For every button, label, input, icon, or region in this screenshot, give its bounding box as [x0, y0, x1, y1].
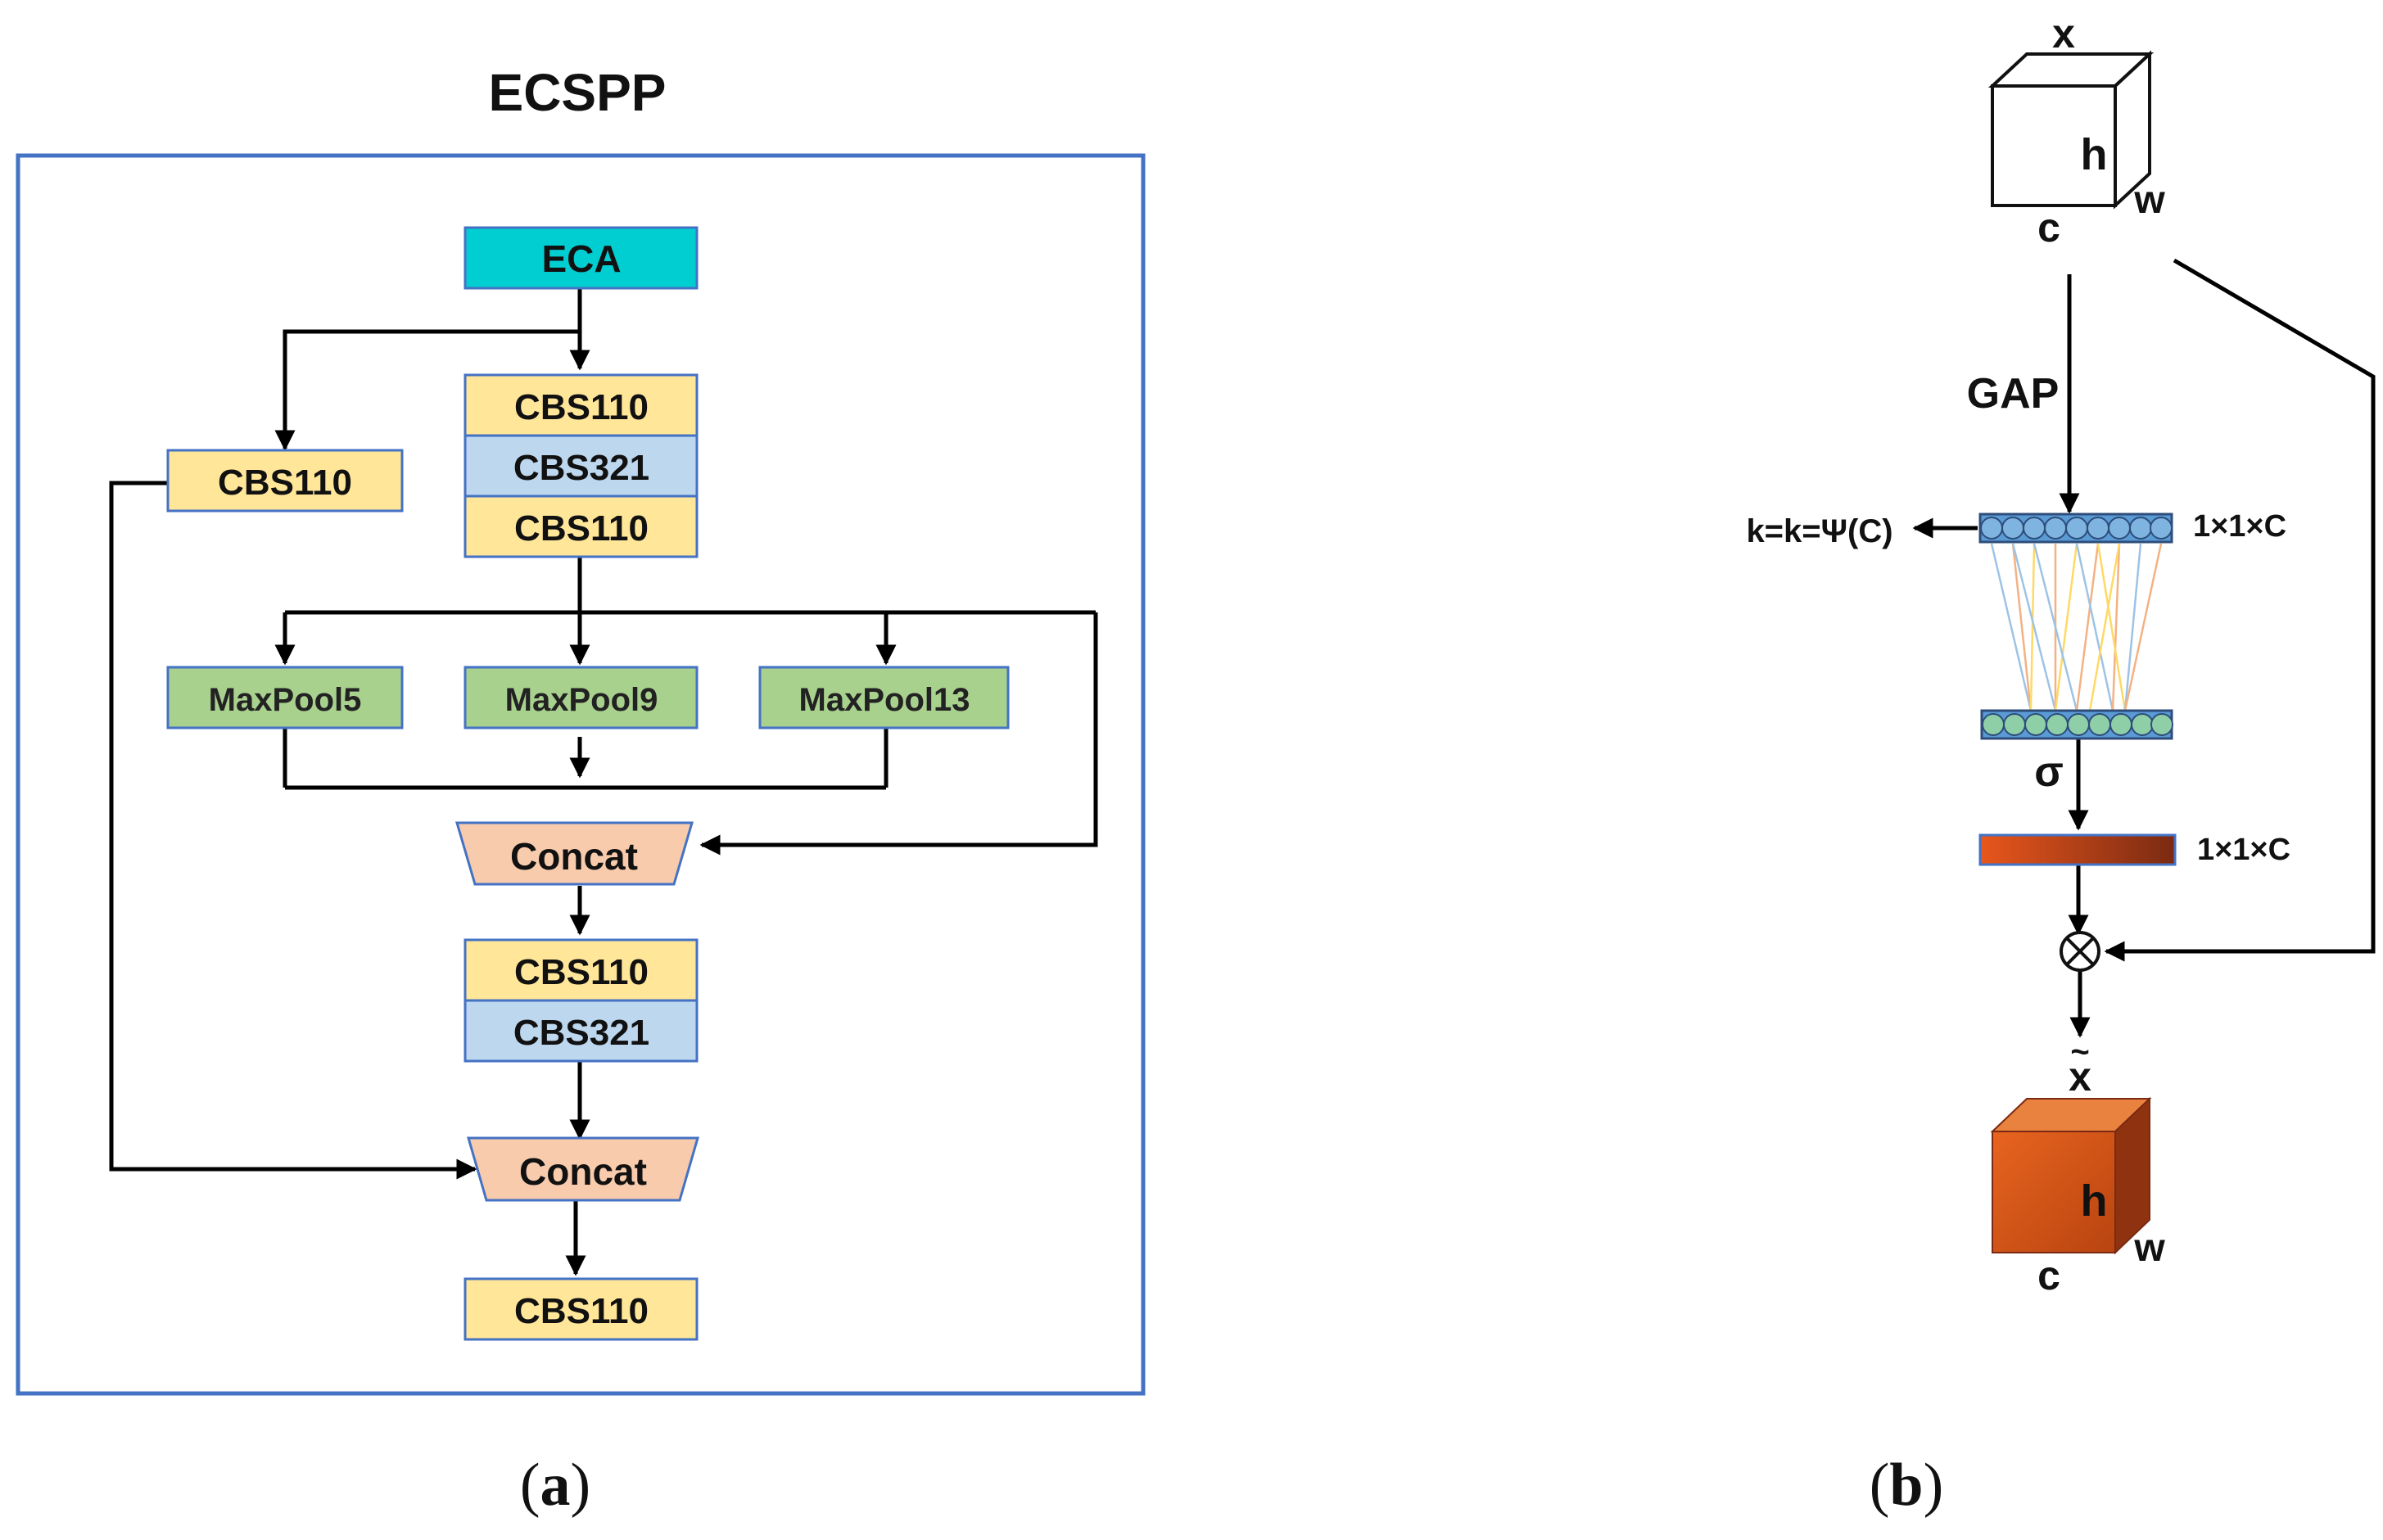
cbs-stack-2: CBS110 CBS321 — [463, 938, 699, 1063]
input-w-label: w — [2133, 178, 2165, 222]
panel-b: x h w c GAP k=k=Ψ(C) 1×1×C — [1746, 11, 2376, 1519]
stack2-cbs321: CBS321 — [513, 1013, 649, 1053]
output-w-label: w — [2133, 1226, 2165, 1270]
sigma-label: σ — [2034, 748, 2064, 796]
stack1-cbs321: CBS321 — [513, 448, 649, 488]
conv-feature-bar — [1980, 709, 2173, 740]
input-cube — [1987, 50, 2155, 210]
output-h-label: h — [2081, 1176, 2108, 1226]
stack2-cbs110: CBS110 — [514, 952, 649, 992]
output-x-label: x — [2069, 1054, 2091, 1100]
multiply-icon — [2060, 931, 2100, 972]
dim-top-label: 1×1×C — [2193, 509, 2286, 544]
input-h-label: h — [2081, 130, 2108, 179]
maxpool9-label: MaxPool9 — [505, 682, 658, 718]
left-cbs110-block: CBS110 — [166, 449, 404, 513]
panel-a-caption: (a) — [520, 1452, 590, 1519]
concat-2-label: Concat — [519, 1150, 647, 1193]
concat-2-block: Concat — [467, 1136, 699, 1202]
k-label: k=k=Ψ(C) — [1746, 513, 1892, 549]
stack1-cbs110-top: CBS110 — [514, 387, 649, 427]
gap-label: GAP — [1967, 370, 2060, 418]
maxpool13-label: MaxPool13 — [799, 682, 970, 718]
concat-1-block: Concat — [454, 821, 694, 886]
conv1d-lines — [1990, 543, 2163, 711]
gap-feature-cells — [1980, 517, 2173, 540]
dim-bottom-label: 1×1×C — [2197, 833, 2290, 867]
stack1-cbs110-bottom: CBS110 — [514, 508, 649, 549]
eca-block: ECA — [463, 226, 699, 290]
maxpool13-block: MaxPool13 — [758, 666, 1010, 729]
panel-b-caption: (b) — [1870, 1452, 1943, 1519]
cbs-stack-1: CBS110 CBS321 CBS110 — [463, 373, 699, 558]
conv-feature-cells — [1982, 713, 2173, 736]
output-c-label: c — [2037, 1253, 2060, 1298]
maxpool9-block: MaxPool9 — [463, 666, 699, 729]
concat-1-label: Concat — [510, 835, 638, 878]
panel-b-connectors — [1912, 258, 2376, 1038]
input-c-label: c — [2037, 205, 2060, 251]
final-cbs110-block: CBS110 — [463, 1277, 699, 1341]
eca-label: ECA — [541, 237, 621, 280]
attention-weight-bar — [1978, 833, 2177, 866]
input-x-label: x — [2052, 11, 2075, 56]
panel-a-connectors — [109, 287, 1098, 1276]
panel-a-title: ECSPP — [489, 63, 667, 122]
final-cbs110-label: CBS110 — [514, 1291, 649, 1331]
panel-a: ECSPP ECA CBS110 — [16, 63, 1146, 1519]
ecspp-frame — [16, 153, 1146, 1396]
output-cube — [1990, 1096, 2152, 1255]
output-tilde: ~ — [2070, 1034, 2089, 1070]
left-cbs110-label: CBS110 — [218, 463, 352, 503]
gap-feature-bar — [1978, 513, 2173, 544]
maxpool5-label: MaxPool5 — [209, 682, 362, 718]
maxpool5-block: MaxPool5 — [166, 666, 404, 729]
